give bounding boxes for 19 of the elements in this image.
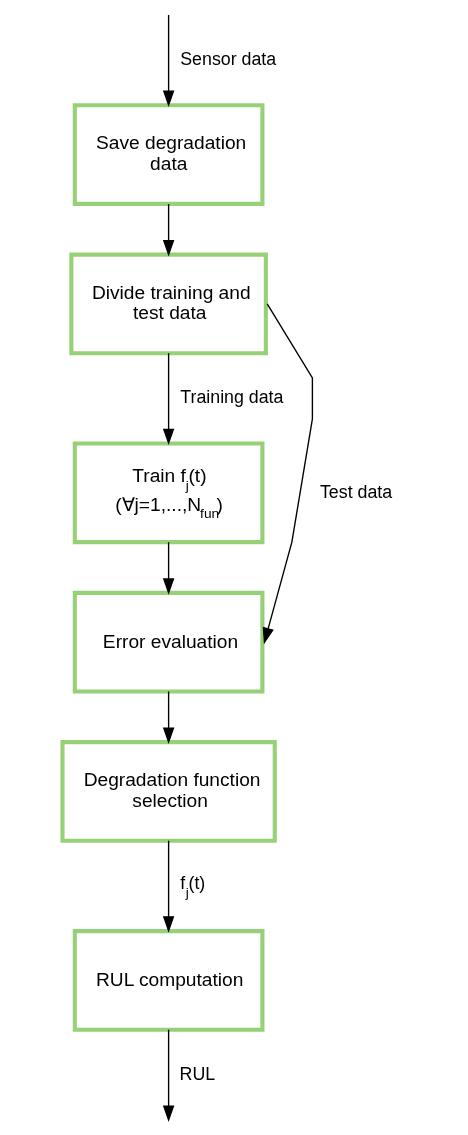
node-box: Train f$_{j}$(t) (∀j=1,...,N$_{fun}$)	[72, 441, 265, 545]
edge-label: Training data	[180, 387, 284, 408]
arrow	[262, 303, 314, 645]
node-box: Degradation function selection	[60, 740, 277, 843]
edge-label: RUL	[179, 1063, 216, 1084]
node-box: Save degradation data	[72, 103, 265, 206]
arrow	[162, 352, 175, 446]
arrow	[162, 541, 175, 595]
arrow	[162, 203, 175, 257]
arrow	[162, 840, 175, 933]
edge-label: f$_{j}$(t)	[180, 873, 206, 900]
node-box: Error evaluation	[72, 590, 265, 694]
node-box: RUL computation	[72, 929, 265, 1032]
arrow	[162, 1029, 175, 1122]
edge-label: Sensor data	[180, 48, 277, 69]
edge-label: Test data	[319, 481, 393, 502]
node-box: Divide training and test data	[69, 252, 268, 356]
arrow	[162, 14, 175, 108]
arrow	[162, 690, 175, 745]
